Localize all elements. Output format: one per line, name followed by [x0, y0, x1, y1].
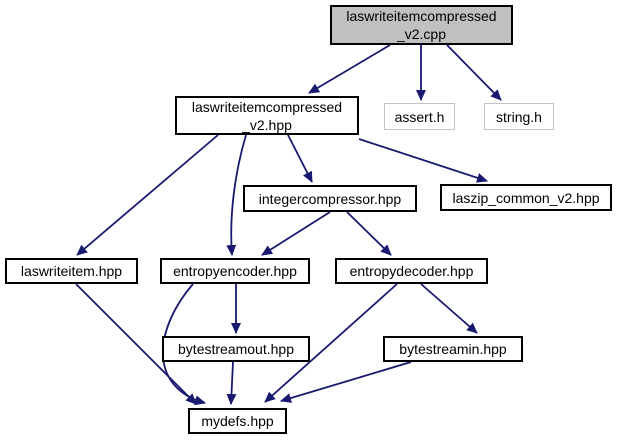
node-label: laswriteitem.hpp: [20, 263, 123, 279]
edge-hpp-entropyencoder: [226, 134, 247, 256]
node-entropyencoder-hpp[interactable]: entropyencoder.hpp: [160, 258, 310, 284]
node-label: bytestreamin.hpp: [399, 341, 507, 357]
edge-hpp-laswriteitem: [76, 134, 219, 256]
node-label: integercompressor.hpp: [258, 190, 402, 207]
edge-entropydecoder-mydefs: [264, 283, 398, 403]
edge-cpp-string: [446, 44, 502, 101]
node-laswriteitemcompressed-v2-cpp: laswriteitemcompressed _v2.cpp: [330, 5, 513, 45]
node-label: string.h: [496, 108, 542, 125]
edge-cpp-hpp: [308, 44, 391, 94]
node-bytestreamout-hpp[interactable]: bytestreamout.hpp: [162, 336, 310, 362]
node-laswriteitem-hpp[interactable]: laswriteitem.hpp: [5, 258, 138, 284]
node-string-h: string.h: [484, 103, 554, 130]
edge-hpp-laszip: [358, 138, 488, 183]
node-label: assert.h: [394, 108, 445, 125]
node-label: laswriteitemcompressed _v2.cpp: [346, 8, 497, 42]
node-mydefs-hpp[interactable]: mydefs.hpp: [188, 408, 287, 434]
node-label: mydefs.hpp: [201, 413, 274, 429]
node-integercompressor-hpp[interactable]: integercompressor.hpp: [243, 185, 417, 212]
node-label: entropyencoder.hpp: [173, 263, 297, 279]
edge-integercompressor-entropyencoder: [261, 211, 331, 256]
edge-entropydecoder-bytestreamin: [420, 283, 478, 334]
node-label: laszip_common_v2.hpp: [452, 189, 600, 206]
node-bytestreamin-hpp[interactable]: bytestreamin.hpp: [383, 336, 523, 362]
edge-hpp-integercompressor: [287, 134, 313, 183]
node-label: laswriteitemcompressed _v2.hpp: [191, 98, 343, 133]
node-assert-h: assert.h: [384, 103, 455, 130]
node-entropydecoder-hpp[interactable]: entropydecoder.hpp: [335, 258, 488, 284]
node-label: bytestreamout.hpp: [178, 341, 294, 357]
edge-integercompressor-entropydecoder: [346, 211, 392, 256]
node-laszip-common-v2-hpp[interactable]: laszip_common_v2.hpp: [440, 184, 612, 211]
edge-laswriteitem-mydefs: [75, 283, 197, 405]
node-laswriteitemcompressed-v2-hpp[interactable]: laswriteitemcompressed _v2.hpp: [175, 96, 359, 135]
node-label: entropydecoder.hpp: [349, 263, 474, 279]
edge-bytestreamin-mydefs: [280, 361, 412, 403]
edge-bytestreamout-mydefs: [226, 361, 237, 405]
